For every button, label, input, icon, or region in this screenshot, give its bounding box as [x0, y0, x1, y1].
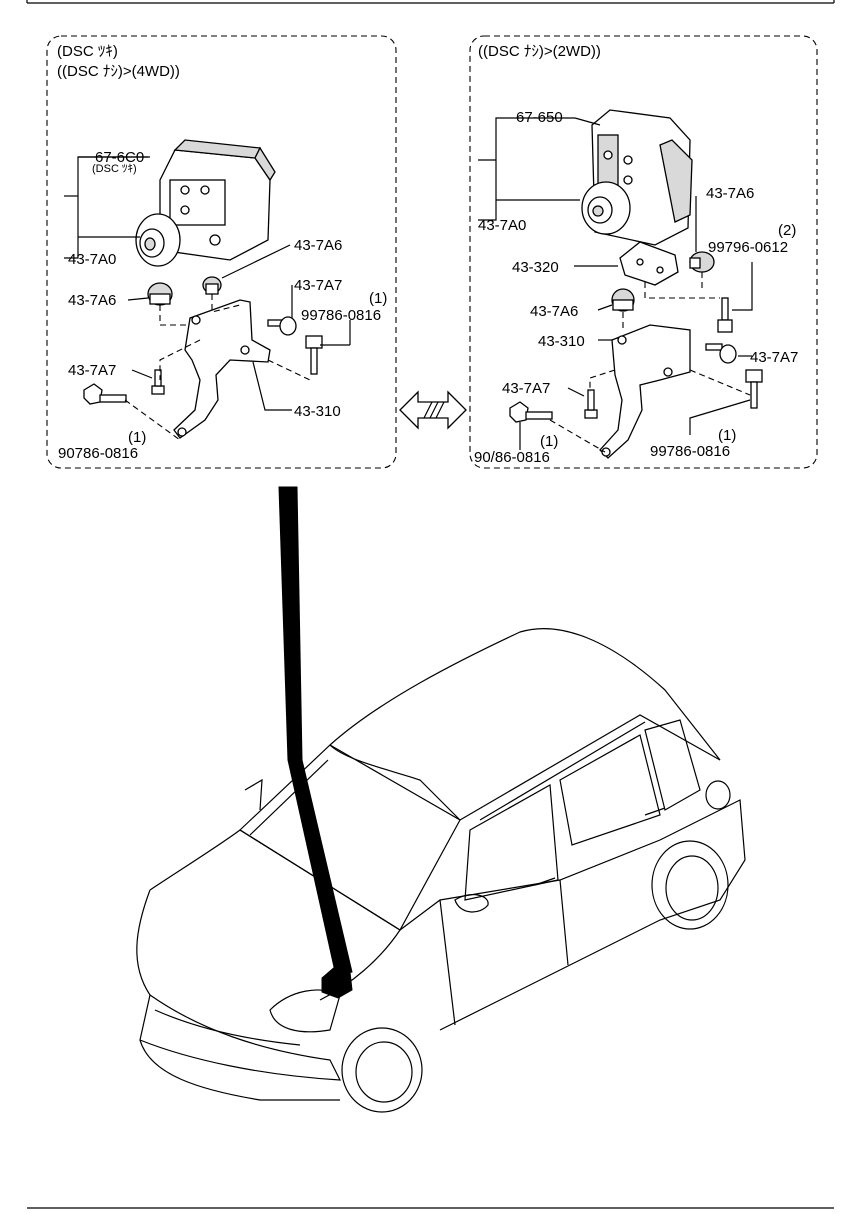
left-grommet-upper-label: 43-7A6 — [294, 237, 342, 254]
left-bolt-bottom — [83, 383, 127, 405]
right-screw-lower — [745, 369, 763, 409]
left-screw-right-qty: (1) — [369, 290, 387, 307]
left-bolt-left — [151, 369, 165, 395]
right-bracket-lower-label: 43-310 — [538, 333, 585, 350]
left-leaders — [64, 156, 351, 411]
right-screw-lower-label: 99786-0816 — [650, 443, 730, 460]
right-bolt-right — [705, 343, 737, 364]
left-unit-code: 43-7A0 — [68, 251, 116, 268]
left-header-2: ((DSC ﾅｼ)>(4WD)) — [57, 63, 180, 80]
right-grommet-mid-label: 43-7A6 — [530, 303, 578, 320]
right-bolt-bottom — [509, 401, 553, 423]
right-bolt-bottom-qty: (1) — [540, 433, 558, 450]
right-bolt-bottom-label: 90/86-0816 — [474, 449, 550, 466]
left-grommet-left — [147, 282, 173, 306]
left-bolt-upper-label: 43-7A7 — [294, 277, 342, 294]
right-bolt-right-label: 43-7A7 — [750, 349, 798, 366]
right-bracket-upper-label: 43-320 — [512, 259, 559, 276]
right-grommet-upper-label: 43-7A6 — [706, 185, 754, 202]
right-header-1: ((DSC ﾅｼ)>(2WD)) — [478, 43, 601, 60]
right-panel-border — [469, 35, 818, 469]
right-screw-upper — [717, 297, 733, 333]
left-hcu-unit — [135, 139, 276, 267]
right-unit-code: 43-7A0 — [478, 217, 526, 234]
right-screw-lower-qty: (1) — [718, 427, 736, 444]
left-bolt-left-label: 43-7A7 — [68, 362, 116, 379]
left-hcu-note: (DSC ﾂｷ) — [92, 163, 137, 175]
left-panel-border — [46, 35, 397, 469]
left-hcu-code: 67-6C0 — [95, 149, 144, 166]
left-grommet-upper — [202, 276, 222, 295]
location-pointer — [278, 486, 353, 977]
left-bolt-bottom-qty: (1) — [128, 429, 146, 446]
right-bolt-left — [584, 389, 598, 419]
right-hcu-unit — [581, 109, 693, 246]
left-screw-right-label: 99786-0816 — [301, 307, 381, 324]
left-grommet-left-label: 43-7A6 — [68, 292, 116, 309]
left-bolt-bottom-label: 90786-0816 — [58, 445, 138, 462]
right-grommet-mid — [611, 288, 635, 312]
right-bolt-left-label: 43-7A7 — [502, 380, 550, 397]
left-bracket — [173, 299, 271, 439]
right-bracket-lower — [599, 324, 691, 459]
left-bracket-label: 43-310 — [294, 403, 341, 420]
left-bolt-upper — [267, 316, 297, 336]
car-illustration — [136, 628, 746, 1113]
swap-arrow-icon — [399, 390, 467, 430]
right-screw-upper-qty: (2) — [778, 222, 796, 239]
right-panel: ((DSC ﾅｼ)>(2WD)) — [469, 35, 818, 469]
right-hcu-code: 67-650 — [516, 109, 563, 126]
right-leaders — [478, 117, 753, 450]
left-screw-right — [305, 335, 323, 375]
left-header-1: (DSC ﾂｷ) — [57, 43, 118, 60]
right-bracket-upper — [619, 241, 679, 286]
left-panel: (DSC ﾂｷ) ((DSC ﾅｼ)>(4WD)) — [46, 35, 397, 469]
right-screw-upper-label: 99796-0612 — [708, 239, 788, 256]
